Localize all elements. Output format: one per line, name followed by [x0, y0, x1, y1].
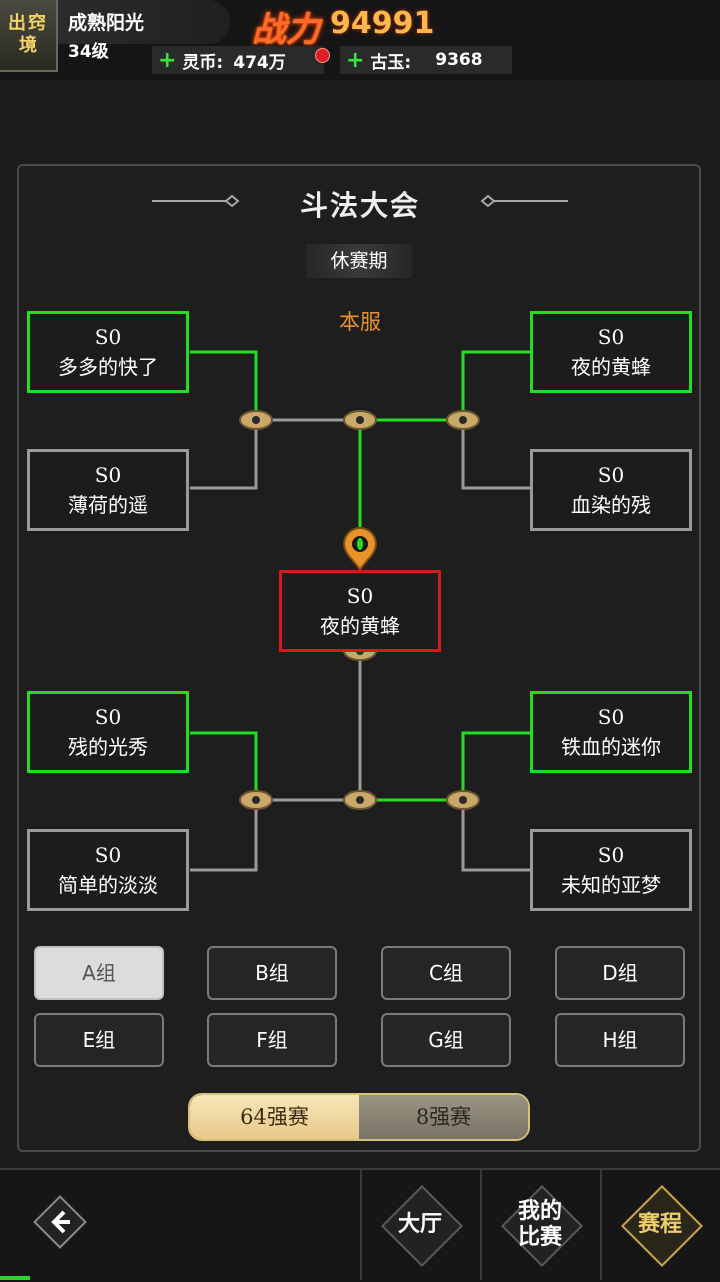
nav-schedule-button[interactable]: 赛程 — [610, 1174, 710, 1274]
realm-badge[interactable]: 出窍 境 — [0, 0, 58, 72]
champion-slot[interactable]: S0 夜的黄蜂 — [279, 570, 441, 652]
player-slot-top-right-loser[interactable]: S0 血染的残 — [530, 449, 692, 531]
back-button[interactable] — [30, 1192, 90, 1252]
power-label: 战力 — [252, 10, 320, 50]
title-ornament-left-icon — [152, 194, 240, 208]
player-slot-top-right-winner[interactable]: S0 夜的黄蜂 — [530, 311, 692, 393]
player-panel[interactable] — [58, 0, 230, 44]
group-tab-c[interactable]: C组 — [381, 946, 511, 1000]
slot-score: S0 — [597, 843, 625, 867]
player-slot-bottom-right-winner[interactable]: S0 铁血的迷你 — [530, 691, 692, 773]
resource-lingbi[interactable]: + 灵币: 474万 — [152, 46, 330, 74]
progress-strip — [0, 1276, 30, 1280]
stage-64-button[interactable]: 64强赛 — [190, 1095, 359, 1139]
back-arrow-icon — [33, 1195, 87, 1249]
group-tab-d[interactable]: D组 — [555, 946, 685, 1000]
slot-name: 血染的残 — [571, 493, 651, 517]
slot-name: 简单的淡淡 — [58, 873, 158, 897]
nav-schedule-label: 赛程 — [637, 1211, 682, 1237]
slot-name: 残的光秀 — [68, 735, 148, 759]
group-tab-g[interactable]: G组 — [381, 1013, 511, 1067]
tournament-status: 休赛期 — [306, 244, 412, 278]
stage-8-button[interactable]: 8强赛 — [359, 1095, 528, 1139]
slot-name: 夜的黄蜂 — [571, 355, 651, 379]
add-lingbi-icon[interactable]: + — [158, 47, 177, 73]
location-pin-icon — [342, 527, 378, 572]
nav-divider — [600, 1168, 602, 1280]
slot-score: S0 — [94, 705, 122, 729]
slot-score: S0 — [94, 843, 122, 867]
nav-divider — [480, 1168, 482, 1280]
server-label: 本服 — [339, 310, 381, 334]
slot-name: 夜的黄蜂 — [320, 614, 400, 638]
resource-guyu-name: 古玉: — [370, 52, 412, 73]
title-ornament-right-icon — [480, 194, 568, 208]
slot-score: S0 — [94, 325, 122, 349]
realm-line-2: 境 — [19, 35, 37, 56]
stage-toggle: 64强赛 8强赛 — [188, 1093, 530, 1141]
nav-my-match-label-2: 比赛 — [517, 1224, 562, 1250]
nav-my-match-button[interactable]: 我的 比赛 — [490, 1174, 590, 1274]
nav-hall-button[interactable]: 大厅 — [370, 1174, 470, 1274]
group-tab-b[interactable]: B组 — [207, 946, 337, 1000]
slot-name: 薄荷的遥 — [68, 493, 148, 517]
nav-divider — [360, 1168, 362, 1280]
group-tab-a[interactable]: A组 — [34, 946, 164, 1000]
player-level: 34级 — [68, 42, 109, 62]
slot-score: S0 — [94, 463, 122, 487]
slot-name: 多多的快了 — [58, 355, 158, 379]
slot-score: S0 — [346, 584, 374, 608]
alert-dot-icon — [315, 48, 330, 63]
tournament-title: 斗法大会 — [299, 189, 420, 222]
player-name: 成熟阳光 — [68, 12, 145, 34]
slot-score: S0 — [597, 463, 625, 487]
player-slot-bottom-left-winner[interactable]: S0 残的光秀 — [27, 691, 189, 773]
realm-line-1: 出窍 — [8, 13, 48, 34]
slot-name: 未知的亚梦 — [561, 873, 661, 897]
slot-score: S0 — [597, 705, 625, 729]
resource-lingbi-value: 474万 — [233, 52, 286, 73]
group-tab-h[interactable]: H组 — [555, 1013, 685, 1067]
group-tab-f[interactable]: F组 — [207, 1013, 337, 1067]
resource-lingbi-name: 灵币: — [182, 52, 224, 73]
slot-score: S0 — [597, 325, 625, 349]
add-guyu-icon[interactable]: + — [346, 47, 365, 73]
group-tab-e[interactable]: E组 — [34, 1013, 164, 1067]
player-slot-top-left-winner[interactable]: S0 多多的快了 — [27, 311, 189, 393]
nav-hall-label: 大厅 — [397, 1211, 442, 1237]
player-slot-top-left-loser[interactable]: S0 薄荷的遥 — [27, 449, 189, 531]
resource-guyu[interactable]: + 古玉: 9368 — [340, 46, 512, 74]
nav-my-match-label-1: 我的 — [517, 1198, 562, 1224]
player-slot-bottom-right-loser[interactable]: S0 未知的亚梦 — [530, 829, 692, 911]
power-value: 94991 — [330, 6, 435, 41]
player-slot-bottom-left-loser[interactable]: S0 简单的淡淡 — [27, 829, 189, 911]
slot-name: 铁血的迷你 — [561, 735, 661, 759]
resource-guyu-value: 9368 — [435, 50, 483, 70]
